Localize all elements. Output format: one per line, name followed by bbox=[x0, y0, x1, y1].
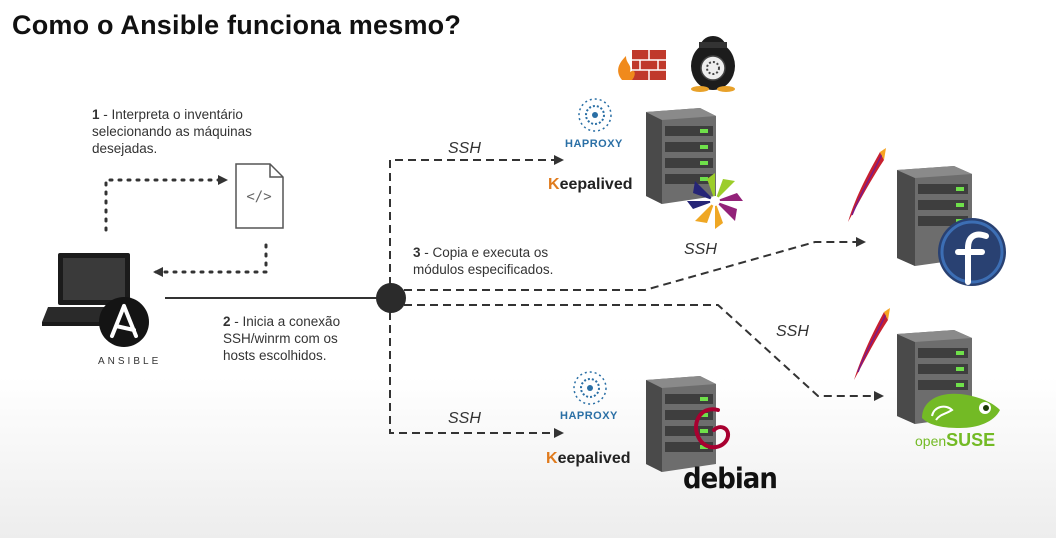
page-title: Como o Ansible funciona mesmo? bbox=[12, 10, 462, 40]
keepalived-rest: eepalived bbox=[559, 176, 633, 193]
dashed-arrow-ssh-opensuse bbox=[404, 304, 884, 401]
keepalived-rest-bottom: eepalived bbox=[557, 450, 631, 467]
ssh-label-opensuse: SSH bbox=[776, 323, 809, 340]
dashed-arrow-ssh-bottom bbox=[389, 312, 564, 438]
keepalived-label-top: Keepalived bbox=[548, 176, 633, 194]
step-3-note: 3 - Copia e executa os módulos especific… bbox=[413, 244, 598, 278]
step-3-text: - Copia e executa os módulos especificad… bbox=[413, 245, 554, 277]
step-1-number: 1 bbox=[92, 107, 100, 122]
step-1-note: 1 - Interpreta o inventário selecionando… bbox=[92, 106, 282, 157]
opensuse-open: open bbox=[915, 433, 947, 449]
keepalived-label-bottom: Keepalived bbox=[546, 450, 631, 468]
dashed-arrow-ssh-fedora bbox=[404, 237, 866, 291]
haproxy-label-top: HAPROXY bbox=[565, 138, 623, 150]
haproxy-label-bottom: HAPROXY bbox=[560, 410, 618, 422]
keepalived-k-bottom: K bbox=[546, 450, 558, 467]
step-1-text: - Interpreta o inventário selecionando a… bbox=[92, 107, 252, 156]
opensuse-label: openSUSE bbox=[915, 430, 995, 451]
step-3-number: 3 bbox=[413, 245, 421, 260]
step-2-text: - Inicia a conexão SSH/winrm com os host… bbox=[223, 314, 341, 363]
step-2-number: 2 bbox=[223, 314, 231, 329]
connection-hub-icon bbox=[376, 283, 406, 313]
debian-label: debian bbox=[683, 462, 778, 496]
ssh-label-bottom: SSH bbox=[448, 410, 481, 427]
svg-text:</>: </> bbox=[246, 189, 271, 205]
ansible-label: ANSIBLE bbox=[98, 356, 162, 367]
step-2-note: 2 - Inicia a conexão SSH/winrm com os ho… bbox=[223, 313, 373, 364]
ssh-label-top: SSH bbox=[448, 140, 481, 157]
dashed-arrow-ssh-top bbox=[389, 155, 564, 285]
opensuse-suse: SUSE bbox=[946, 430, 996, 450]
dotted-arrow-from-inventory bbox=[153, 243, 268, 277]
ssh-label-fedora: SSH bbox=[684, 241, 717, 258]
keepalived-k: K bbox=[548, 176, 560, 193]
dotted-arrow-to-inventory bbox=[104, 175, 228, 232]
